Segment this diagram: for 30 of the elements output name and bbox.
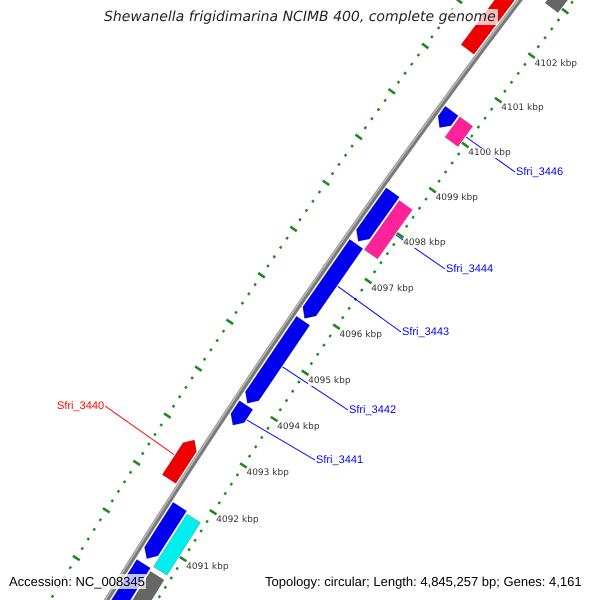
diagram-title: Shewanella frigidimarina NCIMB 400, complete genome: [102, 9, 498, 25]
leader-line: [104, 406, 175, 456]
tick-label: 4099 kbp: [436, 193, 478, 204]
tick-label: 4096 kbp: [340, 330, 382, 340]
tick-label: 4095 kbp: [308, 376, 351, 386]
gene-block: [162, 440, 197, 484]
tick-label: 4097 kbp: [371, 284, 414, 294]
gene-block: [245, 316, 310, 404]
tick-label: 4094 kbp: [277, 422, 320, 432]
leader-line: [246, 420, 316, 460]
gene-label: Sfri_3443: [402, 326, 450, 338]
gene-block: [230, 400, 254, 426]
leader-line: [337, 286, 402, 332]
gene-block: [444, 116, 474, 148]
gene-block: [302, 238, 364, 319]
genome-info-text: Topology: circular; Length: 4,845,257 bp; Genes: 4,161: [264, 574, 583, 589]
gene-label: Sfri_3446: [516, 166, 564, 178]
accession-text: Accession: NC_008345: [8, 574, 146, 589]
tick-label: 4092 kbp: [216, 515, 259, 526]
leader-line: [282, 366, 348, 410]
gene-label: Sfri_3444: [446, 263, 494, 275]
tick-label: 4091 kbp: [186, 562, 229, 572]
tick-label: 4101 kbp: [501, 103, 544, 114]
tick-label: 4102 kbp: [534, 58, 577, 69]
tick-label: 4098 kbp: [403, 238, 446, 248]
tick-label: 4100 kbp: [468, 148, 511, 158]
gene-label: Sfri_3440: [57, 400, 104, 412]
tick-label: 4093 kbp: [246, 468, 289, 478]
gene-label: Sfri_3442: [349, 404, 396, 416]
gene-label: Sfri_3441: [316, 454, 364, 466]
